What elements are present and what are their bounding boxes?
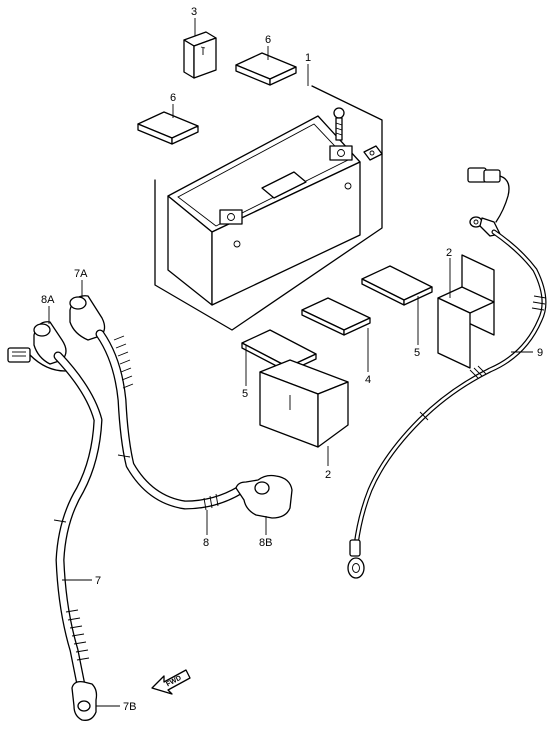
terminal-positive <box>329 145 353 190</box>
boot-part-7a <box>69 295 106 341</box>
pad-part-6-lower <box>137 111 199 145</box>
callout-6-upper: 6 <box>265 34 271 46</box>
callout-8: 8 <box>203 537 209 549</box>
callout-labels: 3 6 6 1 2 5 4 5 2 9 7A 8A 7 8 8B 7B <box>41 6 543 713</box>
pad-part-6-upper <box>235 52 297 86</box>
cable-part-9 <box>347 167 547 579</box>
callout-5-upper: 5 <box>414 347 420 359</box>
battery-cap-part-3 <box>183 31 217 79</box>
battery-assembly-frame <box>154 85 383 331</box>
cable-part-7 <box>53 351 103 695</box>
leader-lines <box>48 18 533 707</box>
callout-7: 7 <box>95 575 101 587</box>
callout-7b: 7B <box>123 701 136 713</box>
callout-5-lower: 5 <box>242 388 248 400</box>
callout-7a: 7A <box>74 268 88 280</box>
callout-8a: 8A <box>41 294 55 306</box>
callout-3: 3 <box>191 6 197 18</box>
battery <box>167 107 383 306</box>
cable-part-8 <box>95 329 245 511</box>
terminal-bolt <box>333 107 383 161</box>
callout-9: 9 <box>537 347 543 359</box>
boot-part-8b <box>235 474 293 519</box>
plate-part-2-lower <box>259 359 349 448</box>
pad-part-4 <box>301 297 371 336</box>
callout-6-lower: 6 <box>170 92 176 104</box>
callout-2-upper: 2 <box>446 247 452 259</box>
callout-4: 4 <box>365 374 371 386</box>
callout-8b: 8B <box>259 537 272 549</box>
plate-part-2-upper <box>437 254 495 369</box>
callout-1: 1 <box>305 52 311 64</box>
fwd-direction-arrow: FWD <box>151 669 191 695</box>
terminal-negative <box>219 209 243 248</box>
boot-part-7b <box>71 680 98 721</box>
callout-2-lower: 2 <box>325 469 331 481</box>
pad-part-5-upper <box>361 265 433 306</box>
